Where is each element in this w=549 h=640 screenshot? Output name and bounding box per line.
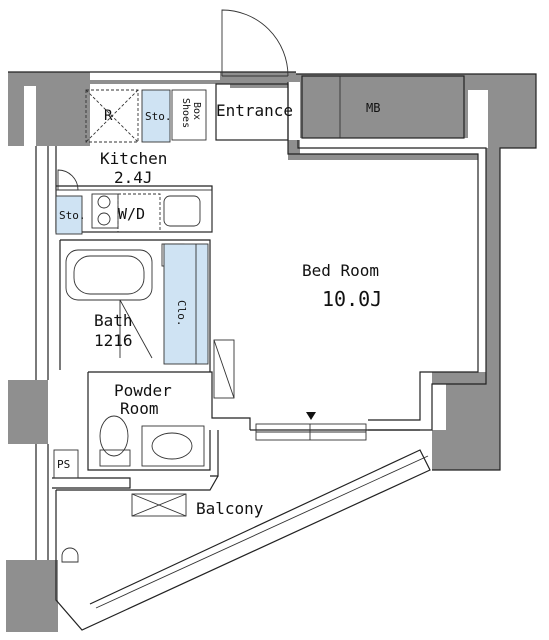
entry-arrow-icon — [306, 412, 316, 420]
bath-size: 1216 — [94, 331, 133, 350]
bedroom-label: Bed Room — [302, 261, 379, 280]
bath-door — [119, 299, 153, 359]
kitchen-size: 2.4J — [114, 168, 153, 187]
kitchen-storage — [141, 89, 171, 143]
mb-label: MB — [366, 101, 380, 115]
stove — [91, 193, 119, 229]
toilet-tank — [99, 449, 131, 467]
entrance-door — [221, 9, 289, 77]
washbasin — [151, 432, 193, 460]
bathtub — [65, 249, 153, 301]
bathtub-inner — [73, 255, 145, 295]
entrance-label: Entrance — [216, 101, 293, 120]
burner-icon — [97, 195, 111, 209]
balcony-label: Balcony — [196, 499, 264, 518]
refrigerator-space — [85, 89, 139, 143]
powder-room-label-1: Powder — [114, 381, 172, 400]
closet-label: Clo. — [175, 300, 188, 327]
closet-sliding-door — [213, 339, 235, 399]
burner-icon — [97, 212, 111, 226]
structural-walls — [6, 72, 536, 632]
drain-icon — [61, 547, 79, 563]
washer-dryer-space — [117, 193, 161, 233]
washer-dryer-label: W/D — [118, 205, 145, 223]
mb-box — [301, 75, 465, 139]
bedroom-size: 10.0J — [322, 287, 382, 311]
kitchen-door-arc — [57, 169, 79, 191]
shoes-box-label-2: Box — [191, 102, 202, 120]
kitchen-sink — [163, 195, 201, 227]
side-storage — [55, 195, 83, 235]
washbasin-counter — [141, 425, 205, 467]
toilet-bowl — [99, 415, 129, 457]
bath-label: Bath — [94, 311, 133, 330]
shoes-box-label-1: Shoes — [180, 98, 191, 128]
balcony-railing — [95, 455, 429, 609]
pipe-space-bottom — [53, 449, 79, 479]
powder-room-label-2: Room — [120, 399, 159, 418]
balcony-hatch — [131, 493, 187, 517]
side-storage-label: Sto. — [59, 209, 86, 222]
refrigerator-label: R — [104, 108, 113, 124]
kitchen-storage-label: Sto. — [145, 110, 172, 123]
entrance-area — [215, 83, 289, 141]
closet — [163, 243, 209, 365]
kitchen-label: Kitchen — [100, 149, 167, 168]
shoes-box — [171, 89, 207, 141]
pipe-space-bottom-label: PS — [57, 458, 70, 471]
